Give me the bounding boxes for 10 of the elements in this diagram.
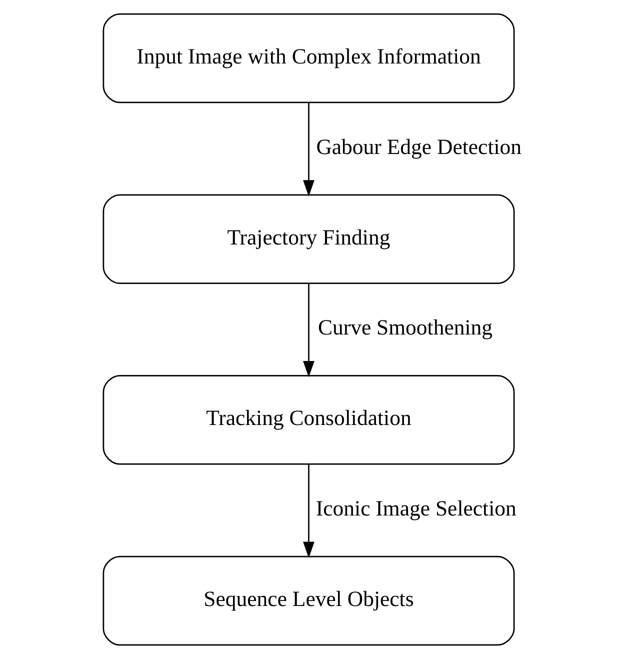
node-box: Input Image with Complex Information bbox=[102, 13, 515, 104]
arrow bbox=[303, 284, 314, 378]
edge-label: Curve Smoothening bbox=[318, 316, 493, 340]
arrow bbox=[303, 102, 314, 196]
edge-label: Iconic Image Selection bbox=[316, 496, 516, 520]
node-box: Tracking Consolidation bbox=[102, 375, 515, 465]
edge-label: Gabour Edge Detection bbox=[316, 134, 522, 159]
arrow bbox=[303, 464, 314, 558]
node-box: Trajectory Finding bbox=[102, 194, 515, 284]
node-box: Sequence Level Objects bbox=[102, 556, 515, 646]
